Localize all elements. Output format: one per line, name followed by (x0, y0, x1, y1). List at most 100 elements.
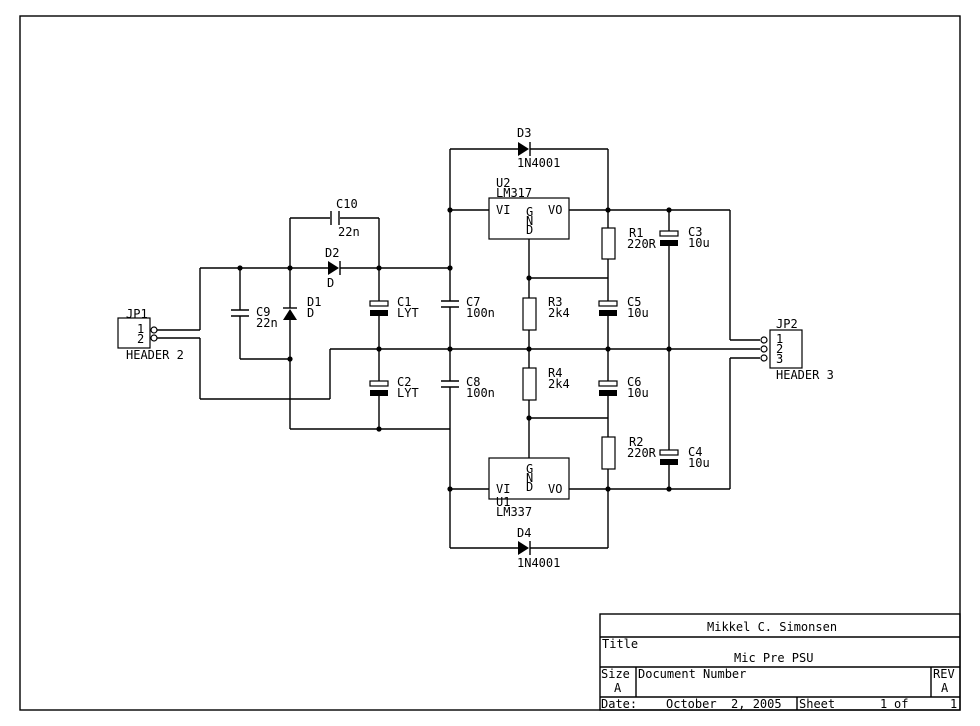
u2-g-pin: G (526, 205, 533, 219)
jp1-value: HEADER 2 (126, 348, 184, 362)
c9-value: 22n (256, 316, 278, 330)
c2-capacitor: C2 LYT (369, 375, 419, 400)
r4-value: 2k4 (548, 377, 570, 391)
c1-ref: C1 (397, 295, 411, 309)
c1-capacitor: C1 LYT (369, 295, 419, 320)
c9-ref: C9 (256, 305, 270, 319)
c5-capacitor: C5 10u (598, 295, 649, 320)
c6-capacitor: C6 10u (598, 375, 649, 400)
r2-ref: R2 (629, 435, 643, 449)
jp2-pin-2: 2 (776, 342, 783, 356)
r2-resistor: R2 220R (601, 435, 657, 470)
junction-dots (237, 207, 672, 492)
u1-vi-pin: VI (496, 482, 510, 496)
d3-ref: D3 (517, 126, 531, 140)
c6-ref: C6 (627, 375, 641, 389)
c2-ref: C2 (397, 375, 411, 389)
title-block-rev-label: REV (933, 667, 955, 681)
c8-capacitor: C8 100n (441, 375, 495, 400)
c5-value: 10u (627, 306, 649, 320)
u2-vo-pin: VO (548, 203, 562, 217)
d4-diode: D4 1N4001 (517, 526, 560, 570)
d2-value: D (327, 276, 334, 290)
jp1-header-connector: JP1 1 2 HEADER 2 (117, 307, 184, 362)
u1-ref: U1 (496, 495, 510, 509)
r4-resistor: R4 2k4 (522, 366, 570, 401)
title-block-size: A (614, 681, 622, 695)
title-block-size-label: Size (601, 667, 630, 681)
u1-g-pin: G (526, 462, 533, 476)
c10-capacitor: C10 22n (330, 197, 360, 239)
u1-value: LM337 (496, 505, 532, 519)
c9-capacitor: C9 22n (231, 305, 278, 330)
c1-value: LYT (397, 306, 419, 320)
jp2-ref: JP2 (776, 317, 798, 331)
u1-regulator: G N D VI VO U1 LM337 (488, 457, 570, 519)
c7-value: 100n (466, 306, 495, 320)
u2-d-pin: D (526, 223, 533, 237)
title-block-sheet-no: 1 (880, 697, 887, 711)
c3-capacitor: C3 10u (659, 225, 710, 250)
u1-vo-pin: VO (548, 482, 562, 496)
c8-value: 100n (466, 386, 495, 400)
d1-diode: D1 D (283, 295, 321, 320)
r1-value: 220R (627, 237, 657, 251)
u1-d-pin: D (526, 480, 533, 494)
u2-vi-pin: VI (496, 203, 510, 217)
c10-value: 22n (338, 225, 360, 239)
jp2-pin-3: 3 (776, 352, 783, 366)
title-block-title: Mic Pre PSU (734, 651, 813, 665)
d3-diode: D3 1N4001 (517, 126, 560, 170)
jp1-ref: JP1 (126, 307, 148, 321)
c6-value: 10u (627, 386, 649, 400)
title-block-title-label: Title (602, 637, 638, 651)
title-block: Mikkel C. Simonsen Title Mic Pre PSU Siz… (599, 613, 961, 711)
d2-ref: D2 (325, 246, 339, 260)
title-block-docnum-label: Document Number (638, 667, 746, 681)
d3-value: 1N4001 (517, 156, 560, 170)
c7-capacitor: C7 100n (441, 295, 495, 320)
r3-resistor: R3 2k4 (522, 295, 570, 331)
title-block-of-label: of (894, 697, 908, 711)
u2-value: LM317 (496, 186, 532, 200)
c5-ref: C5 (627, 295, 641, 309)
r1-ref: R1 (629, 226, 643, 240)
jp1-pin-1: 1 (137, 322, 144, 336)
c7-ref: C7 (466, 295, 480, 309)
c3-value: 10u (688, 236, 710, 250)
title-block-sheet-label: Sheet (799, 697, 835, 711)
r2-value: 220R (627, 446, 657, 460)
jp1-pin-2: 2 (137, 332, 144, 346)
wires (157, 148, 760, 549)
title-block-date-label: Date: (601, 697, 637, 711)
r3-ref: R3 (548, 295, 562, 309)
c2-value: LYT (397, 386, 419, 400)
d4-value: 1N4001 (517, 556, 560, 570)
d1-ref: D1 (307, 295, 321, 309)
jp2-value: HEADER 3 (776, 368, 834, 382)
c4-value: 10u (688, 456, 710, 470)
title-block-date: October 2, 2005 (666, 697, 782, 711)
u2-regulator: U2 LM317 VI VO G N D (488, 176, 570, 240)
d2-diode: D2 D (325, 246, 341, 290)
u2-ref: U2 (496, 176, 510, 190)
c4-ref: C4 (688, 445, 702, 459)
r1-resistor: R1 220R (601, 226, 657, 260)
title-block-rev: A (941, 681, 949, 695)
c8-ref: C8 (466, 375, 480, 389)
r3-value: 2k4 (548, 306, 570, 320)
c4-capacitor: C4 10u (659, 445, 710, 470)
d1-value: D (307, 306, 314, 320)
sheet-border (19, 15, 961, 711)
r4-ref: R4 (548, 366, 562, 380)
d4-ref: D4 (517, 526, 531, 540)
c3-ref: C3 (688, 225, 702, 239)
jp2-pin-1: 1 (776, 332, 783, 346)
jp2-header-connector: JP2 1 2 3 HEADER 3 (760, 317, 834, 382)
u2-n-pin: N (526, 214, 533, 228)
c10-ref: C10 (336, 197, 358, 211)
u1-n-pin: N (526, 471, 533, 485)
title-block-sheet-total: 1 (950, 697, 957, 711)
title-block-author: Mikkel C. Simonsen (707, 620, 837, 634)
